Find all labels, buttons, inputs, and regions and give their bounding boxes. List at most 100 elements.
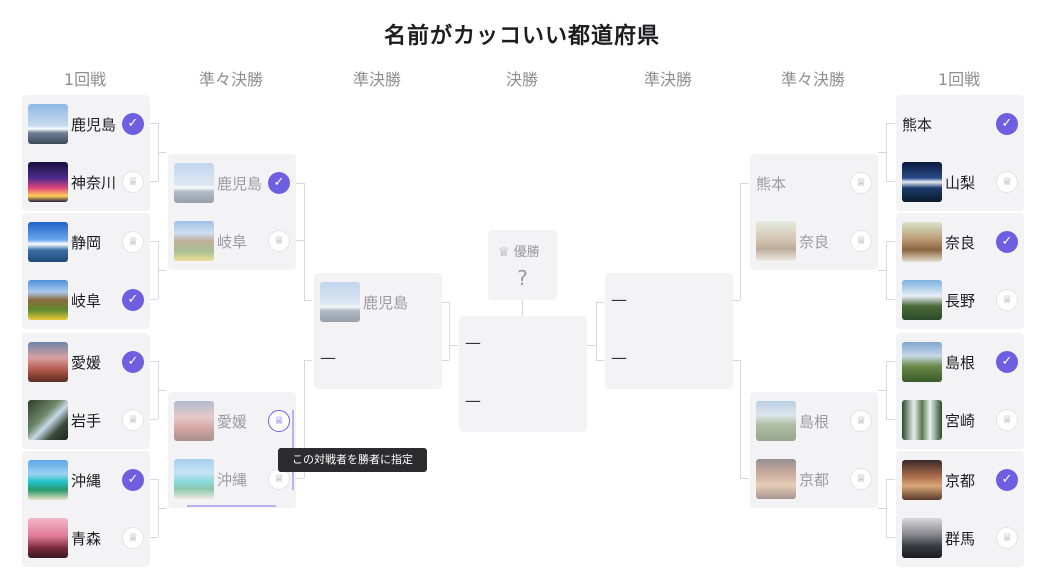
trophy-icon[interactable]: ♕ bbox=[122, 409, 144, 431]
trophy-icon[interactable]: ♕ bbox=[850, 468, 872, 490]
competitor-slot[interactable]: — bbox=[459, 374, 587, 432]
trophy-icon[interactable]: ♕ bbox=[268, 230, 290, 252]
competitor-slot[interactable]: 岐阜 ✓ bbox=[22, 271, 150, 329]
competitor-slot[interactable]: 山梨 ♕ bbox=[896, 153, 1024, 211]
competitor-slot[interactable]: 青森 ♕ bbox=[22, 509, 150, 567]
competitor-slot[interactable]: 群馬 ♕ bbox=[896, 509, 1024, 567]
competitor-slot[interactable]: 岐阜 ♕ bbox=[168, 212, 296, 270]
competitor-slot[interactable]: 奈良 ✓ bbox=[896, 213, 1024, 271]
competitor-slot[interactable]: 鹿児島 bbox=[314, 273, 442, 331]
check-icon[interactable]: ✓ bbox=[996, 351, 1018, 373]
competitor-name: 京都 bbox=[799, 471, 830, 489]
competitor-name: 鹿児島 bbox=[71, 116, 117, 134]
match-card: 沖縄 ✓ 青森 ♕ bbox=[22, 451, 150, 567]
check-icon[interactable]: ✓ bbox=[268, 172, 290, 194]
competitor-name: 岐阜 bbox=[71, 292, 102, 310]
hover-underline bbox=[187, 505, 276, 507]
prefecture-photo bbox=[902, 342, 942, 382]
trophy-icon[interactable]: ♕ bbox=[268, 410, 290, 432]
competitor-slot[interactable]: 鹿児島 ✓ bbox=[168, 154, 296, 212]
trophy-icon[interactable]: ♕ bbox=[122, 171, 144, 193]
prefecture-photo bbox=[28, 518, 68, 558]
champion-box: ♕ 優勝 ? bbox=[488, 230, 557, 300]
competitor-slot[interactable]: 長野 ♕ bbox=[896, 271, 1024, 329]
competitor-name: 熊本 bbox=[756, 175, 787, 193]
trophy-icon[interactable]: ♕ bbox=[996, 171, 1018, 193]
competitor-name: 鹿児島 bbox=[217, 175, 263, 193]
prefecture-photo bbox=[174, 401, 214, 441]
competitor-name: 熊本 bbox=[902, 116, 933, 134]
competitor-name: 宮崎 bbox=[945, 412, 976, 430]
competitor-name: 奈良 bbox=[799, 233, 830, 251]
page-title: 名前がカッコいい都道府県 bbox=[383, 24, 660, 49]
competitor-name: 鹿児島 bbox=[363, 294, 409, 312]
round-header: 1回戦 bbox=[63, 70, 107, 89]
competitor-slot[interactable]: — bbox=[605, 331, 733, 389]
competitor-name: 静岡 bbox=[71, 234, 102, 252]
competitor-slot[interactable]: — bbox=[459, 316, 587, 374]
check-icon[interactable]: ✓ bbox=[122, 351, 144, 373]
final-match-card: — — bbox=[459, 316, 587, 432]
competitor-slot[interactable]: 岩手 ♕ bbox=[22, 391, 150, 449]
prefecture-photo bbox=[756, 401, 796, 441]
competitor-name: 奈良 bbox=[945, 234, 976, 252]
tooltip: この対戦者を勝者に指定 bbox=[278, 448, 427, 472]
check-icon[interactable]: ✓ bbox=[996, 231, 1018, 253]
prefecture-photo bbox=[28, 342, 68, 382]
competitor-slot[interactable]: 島根 ✓ bbox=[896, 333, 1024, 391]
prefecture-photo bbox=[902, 518, 942, 558]
competitor-name: 群馬 bbox=[945, 530, 976, 548]
prefecture-photo bbox=[902, 280, 942, 320]
check-icon[interactable]: ✓ bbox=[122, 469, 144, 491]
competitor-slot[interactable]: 京都 ✓ bbox=[896, 451, 1024, 509]
competitor-slot[interactable]: 神奈川 ♕ bbox=[22, 153, 150, 211]
competitor-slot[interactable]: — bbox=[314, 331, 442, 389]
competitor-slot[interactable]: 鹿児島 ✓ bbox=[22, 95, 150, 153]
competitor-slot[interactable]: 沖縄 ✓ bbox=[22, 451, 150, 509]
check-icon[interactable]: ✓ bbox=[122, 289, 144, 311]
competitor-slot[interactable]: 愛媛 ♕ bbox=[168, 392, 296, 450]
match-card: 熊本 ♕ 奈良 ♕ bbox=[750, 154, 878, 270]
competitor-name: 沖縄 bbox=[217, 471, 248, 489]
competitor-name: 沖縄 bbox=[71, 472, 102, 490]
trophy-icon[interactable]: ♕ bbox=[996, 527, 1018, 549]
competitor-slot[interactable]: 島根 ♕ bbox=[750, 392, 878, 450]
prefecture-photo bbox=[756, 459, 796, 499]
competitor-slot[interactable]: 熊本 ♕ bbox=[750, 154, 878, 212]
champion-label: ♕ 優勝 bbox=[498, 245, 540, 260]
competitor-slot[interactable]: 熊本 ✓ bbox=[896, 95, 1024, 153]
competitor-name: 山梨 bbox=[945, 174, 976, 192]
prefecture-photo bbox=[320, 282, 360, 322]
prefecture-photo bbox=[756, 221, 796, 261]
match-card: 島根 ✓ 宮崎 ♕ bbox=[896, 333, 1024, 449]
competitor-slot[interactable]: 愛媛 ✓ bbox=[22, 333, 150, 391]
trophy-icon[interactable]: ♕ bbox=[850, 410, 872, 432]
competitor-slot[interactable]: 沖縄 ♕ bbox=[168, 450, 296, 508]
trophy-icon[interactable]: ♕ bbox=[122, 527, 144, 549]
prefecture-photo bbox=[174, 221, 214, 261]
competitor-slot[interactable]: 宮崎 ♕ bbox=[896, 391, 1024, 449]
match-card: 鹿児島 — bbox=[314, 273, 442, 389]
check-icon[interactable]: ✓ bbox=[996, 469, 1018, 491]
match-card: 熊本 ✓ 山梨 ♕ bbox=[896, 95, 1024, 211]
competitor-slot[interactable]: 奈良 ♕ bbox=[750, 212, 878, 270]
prefecture-photo bbox=[28, 222, 68, 262]
prefecture-photo bbox=[28, 400, 68, 440]
prefecture-photo bbox=[174, 459, 214, 499]
competitor-name: 島根 bbox=[945, 354, 976, 372]
round-header: 準決勝 bbox=[643, 70, 692, 89]
empty-slot: — bbox=[611, 290, 627, 309]
check-icon[interactable]: ✓ bbox=[122, 113, 144, 135]
trophy-icon[interactable]: ♕ bbox=[850, 172, 872, 194]
check-icon[interactable]: ✓ bbox=[996, 113, 1018, 135]
trophy-icon[interactable]: ♕ bbox=[996, 409, 1018, 431]
competitor-slot[interactable]: — bbox=[605, 273, 733, 331]
trophy-icon[interactable]: ♕ bbox=[996, 289, 1018, 311]
trophy-icon[interactable]: ♕ bbox=[122, 231, 144, 253]
competitor-slot[interactable]: 静岡 ♕ bbox=[22, 213, 150, 271]
match-card: 島根 ♕ 京都 ♕ bbox=[750, 392, 878, 508]
match-card: 静岡 ♕ 岐阜 ✓ bbox=[22, 213, 150, 329]
competitor-slot[interactable]: 京都 ♕ bbox=[750, 450, 878, 508]
trophy-icon[interactable]: ♕ bbox=[850, 230, 872, 252]
prefecture-photo bbox=[28, 280, 68, 320]
